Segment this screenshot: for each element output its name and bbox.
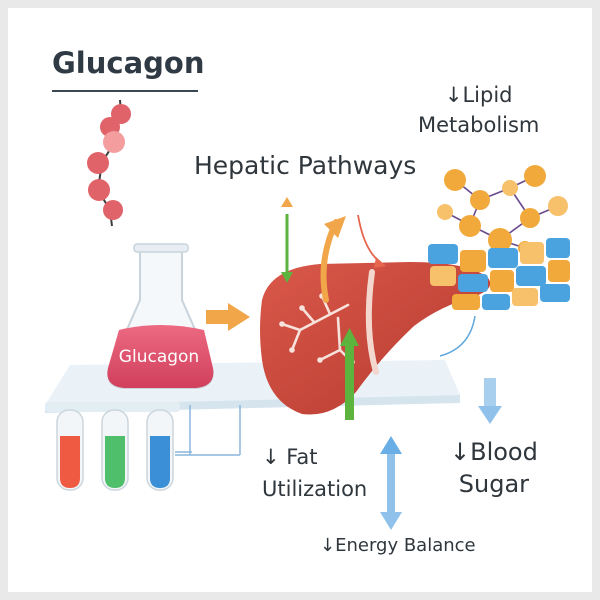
energy-balance-label: ↓Energy Balance <box>320 535 476 556</box>
lipid-metabolism-label: ↓Lipid Metabolism <box>418 83 540 137</box>
flask-label: Glucagon <box>118 347 200 367</box>
pathway-arrows <box>281 197 386 420</box>
lipid-molecule-icon <box>437 165 568 255</box>
title-underline <box>52 90 198 92</box>
fat-cells-icon <box>428 238 570 310</box>
liver-icon <box>260 262 491 415</box>
arrow-to-liver <box>206 303 250 331</box>
hepatic-pathways-label: Hepatic Pathways <box>194 151 417 180</box>
flask-icon <box>107 243 214 389</box>
page-title: Glucagon <box>52 46 205 80</box>
fat-utilization-label: ↓ Fat Utilization <box>262 445 368 501</box>
energy-balance-arrow <box>380 436 402 530</box>
blood-sugar-label: ↓Blood Sugar <box>450 438 538 498</box>
blood-sugar-arrow <box>478 378 502 424</box>
test-tubes-icon <box>45 402 192 491</box>
peptide-chain-icon <box>87 99 131 227</box>
